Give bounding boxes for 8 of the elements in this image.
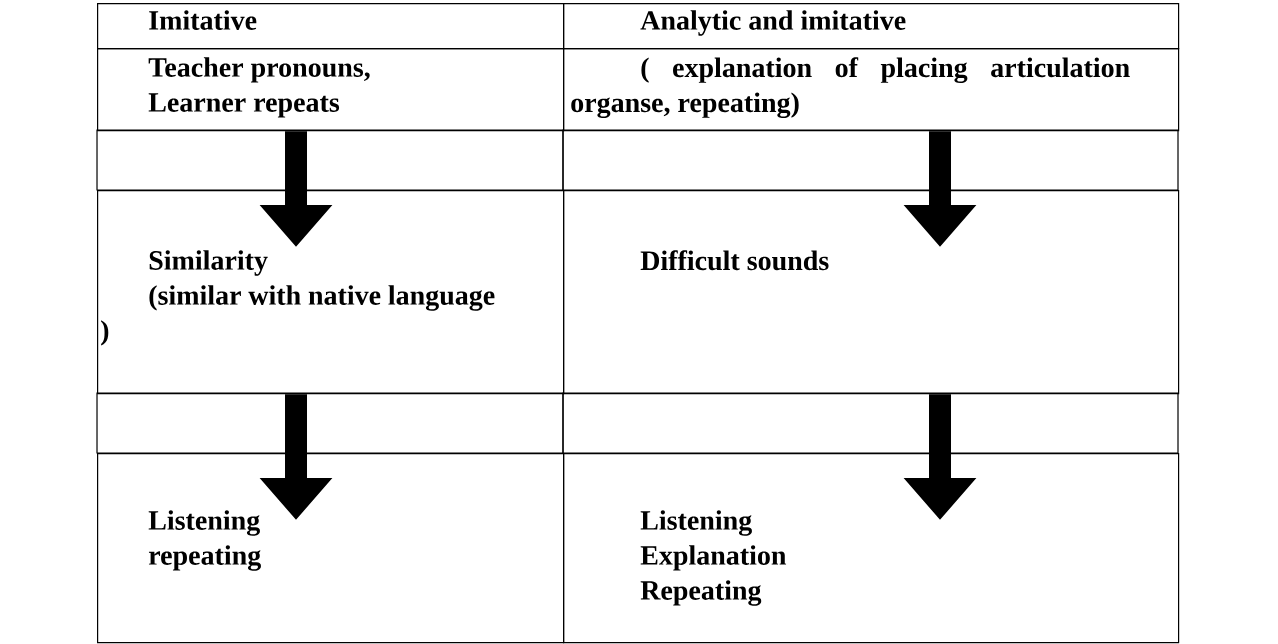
table-cell: Analytic and imitative [563,3,1180,50]
table-cell: Difficult sounds [563,190,1180,395]
table-cell: ( explanation of placing articulation organse, repeating) [563,48,1180,132]
table-cell: Similarity (similar with native language ) [97,190,565,395]
table-cell: Imitative [97,3,565,50]
table-cell: Listening repeating [97,453,565,644]
table-cell: Teacher pronouns, Learner repeats [97,48,565,132]
table-cell: Listening Explanation Repeating [563,453,1180,644]
